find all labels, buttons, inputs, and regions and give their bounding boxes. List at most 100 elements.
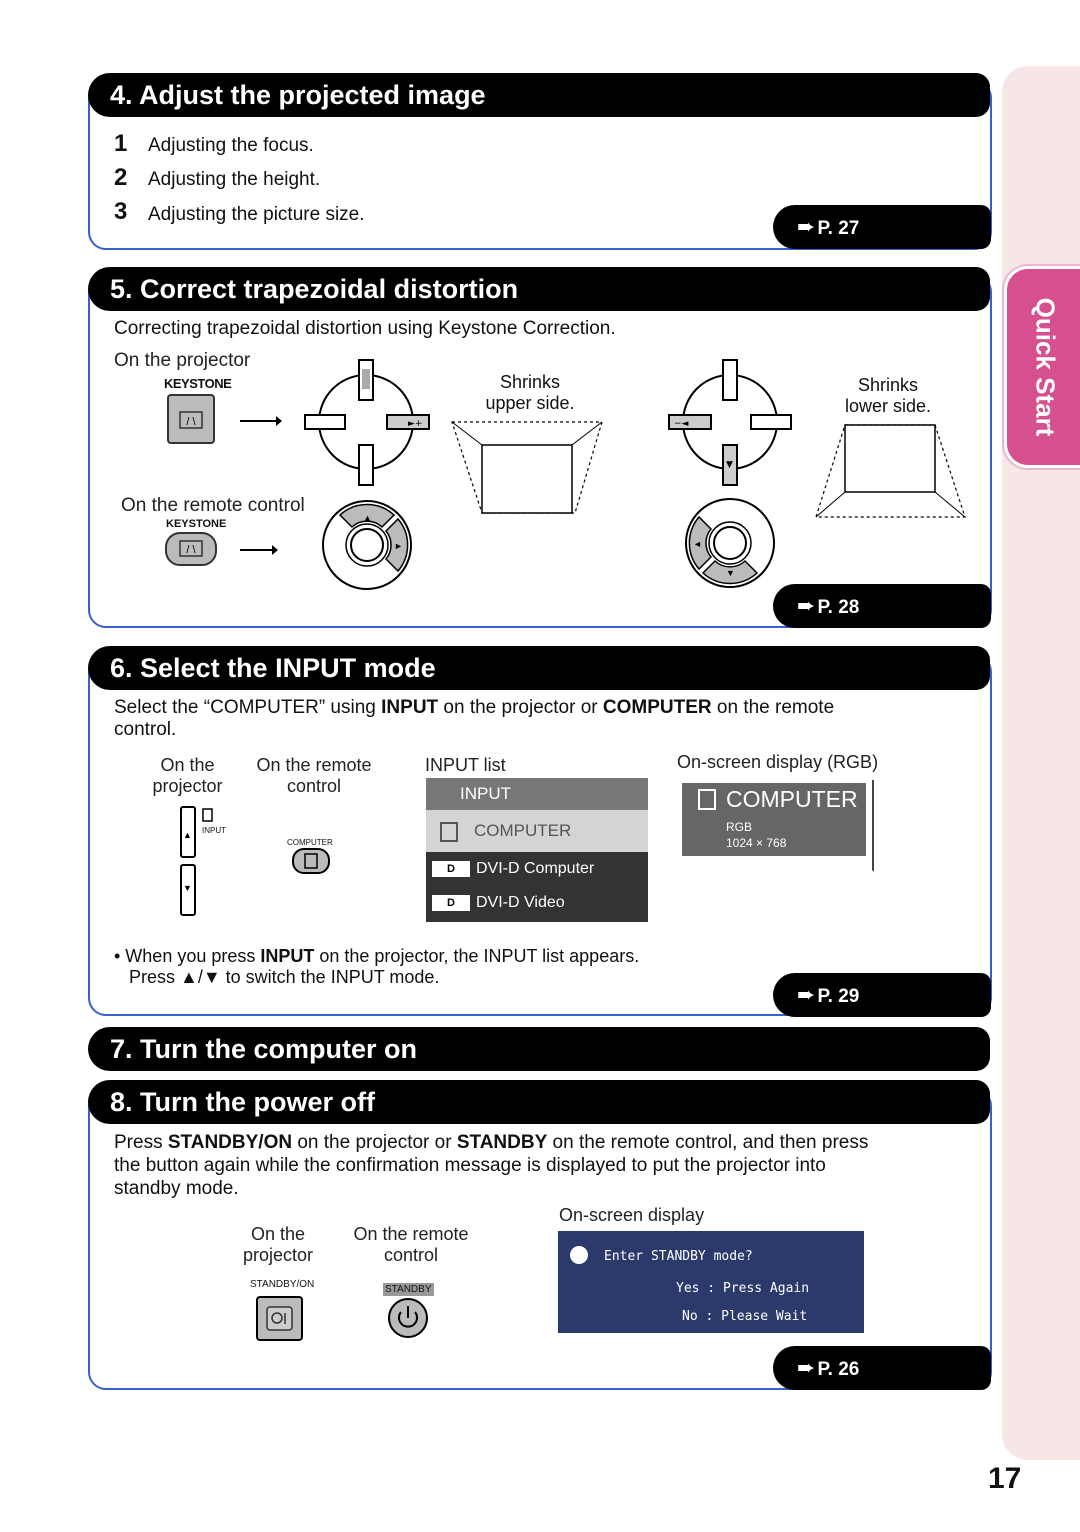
desc-text: on the projector or [292,1132,457,1153]
keystone-illustration: / \ ►+ −◄ ▼ / \ [165,359,966,590]
upper-side-label: upper side. [485,393,575,413]
section7-title: 7. Turn the computer on [88,1027,990,1071]
step-text: Adjusting the picture size. [148,204,365,225]
desc-text: standby mode. [114,1178,239,1199]
on-projector-label: On the projector [114,350,251,371]
keystone-button-icon: / \ [167,394,215,444]
input-list-item-computer[interactable]: COMPUTER [426,810,648,852]
dvi-badge-icon: D [432,860,470,877]
svg-text:▲: ▲ [183,830,192,840]
osd-computer-display: COMPUTER RGB 1024 × 768 [682,783,866,856]
section8-title: 8. Turn the power off [88,1080,990,1124]
desc-text: the button again while the confirmation … [114,1155,826,1176]
osd-signal: RGB [726,820,753,834]
label-line: On the [160,755,215,775]
osd-line: Yes : Press Again [676,1281,810,1296]
standby-on-button-icon [256,1296,303,1341]
svg-text:▼: ▼ [726,460,733,470]
desc-bold-input: INPUT [381,697,439,718]
page-reference-link[interactable]: ➨P. 27 [773,205,991,249]
step-number: 3 [114,198,128,225]
desc-text: Select the “COMPUTER” using [114,697,382,718]
input-list-header: INPUT [426,778,648,810]
desc-text: on the projector or [438,697,603,718]
desc-text: control. [114,719,177,740]
input-list-label: INPUT list [425,755,506,775]
arrow-right-icon: ➨ [797,982,816,1007]
lower-side-label: lower side. [844,396,932,416]
arrow-right-icon: ➨ [797,1355,816,1380]
computer-icon [440,821,458,842]
section8-description: Press STANDBY/ON on the projector or STA… [114,1131,974,1200]
trapezoid-lower-diagram [815,424,966,518]
page-reference-link[interactable]: ➨P. 26 [773,1346,991,1390]
trapezoid-upper-diagram [451,421,603,514]
page-reference-link[interactable]: ➨P. 29 [773,973,991,1017]
osd-rgb-label: On-screen display (RGB) [677,752,879,772]
osd-line: Enter STANDBY mode? [604,1249,753,1264]
standby-label: STANDBY [383,1283,434,1296]
input-small-label: INPUT [202,826,226,835]
quick-start-label: Quick Start [1030,297,1061,437]
input-buttons-illustration: ▲ ▼ [180,806,330,916]
step-number: 1 [114,130,128,157]
desc-text: on the remote [711,697,835,718]
svg-text:−◄: −◄ [674,419,689,429]
remote-keystone-button-icon: / \ [165,532,217,566]
keystone-label: KEYSTONE [164,376,232,391]
on-remote-label: On the remote control [121,495,305,516]
svg-text:►: ► [394,541,403,551]
osd-frame [678,780,874,872]
input-item-label: COMPUTER [474,821,572,840]
step-text: Adjusting the focus. [148,135,314,156]
desc-bold-standby-on: STANDBY/ON [167,1132,293,1153]
power-icon [570,1246,588,1264]
section5-title: 5. Correct trapezoidal distortion [88,267,990,311]
svg-text:▼: ▼ [726,568,735,578]
osd-standby-display: Enter STANDBY mode? Yes : Press Again No… [558,1231,864,1333]
quick-start-tab[interactable]: Quick Start [1004,266,1080,468]
label-line: On the remote [353,1224,469,1244]
label-line: On the remote [256,755,372,775]
desc-bold-standby: STANDBY [456,1132,548,1153]
section6-note: • When you press INPUT on the projector,… [114,946,639,988]
standby-buttons-illustration [256,1296,428,1341]
section6-title: 6. Select the INPUT mode [88,646,990,690]
computer-remote-button-icon [292,848,330,874]
note-text: • When you press [114,946,261,966]
page-reference-text: P. 29 [817,986,860,1007]
note-text: Press ▲/▼ to switch the INPUT mode. [129,967,440,987]
input-list-item-dvi-computer[interactable]: D DVI-D Computer [426,852,648,886]
osd-resolution: 1024 × 768 [726,836,787,850]
page-reference-text: P. 27 [817,218,860,239]
desc-text: on the remote control, and then press [547,1132,869,1153]
arrow-right-icon: ➨ [797,214,816,239]
svg-text:◄: ◄ [693,539,702,549]
step-text: Adjusting the height. [148,169,321,190]
arrow-right-icon: ➨ [797,593,816,618]
standby-on-label: STANDBY/ON [250,1279,315,1290]
step-number: 2 [114,164,128,191]
computer-icon [698,789,716,810]
osd-line: No : Please Wait [682,1309,808,1324]
input-item-label: DVI-D Computer [476,860,595,877]
svg-text:▲: ▲ [363,513,372,523]
standby-power-icon [388,1298,428,1338]
dpad-up-right-icon: ►+ [304,359,430,486]
input-item-label: DVI-D Video [476,894,565,911]
svg-text:►+: ►+ [408,419,422,429]
remote-dpad-down-left-icon: ◄ ▼ [685,498,775,588]
svg-text:▼: ▼ [183,883,192,893]
page-reference-link[interactable]: ➨P. 28 [773,584,991,628]
computer-small-label: COMPUTER [287,838,333,847]
section6-description: Select the “COMPUTER” using INPUT on the… [114,697,954,741]
keystone-remote-label: KEYSTONE [166,518,227,530]
section4-title: 4. Adjust the projected image [88,73,990,117]
